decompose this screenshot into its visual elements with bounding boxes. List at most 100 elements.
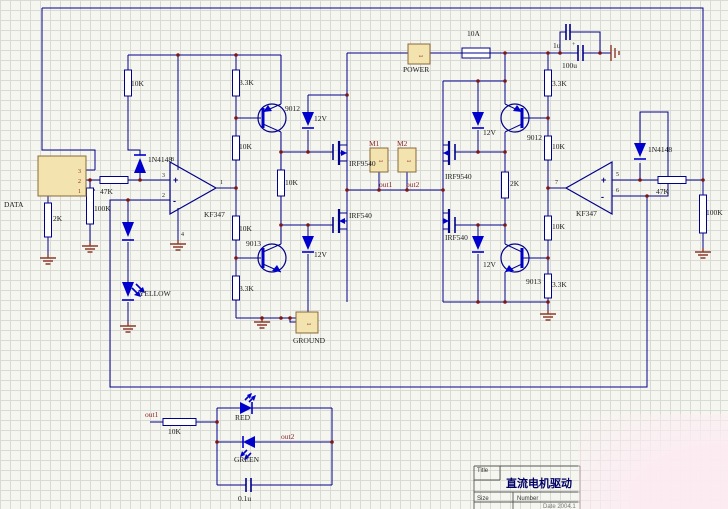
transistor-9012-left (236, 103, 287, 133)
diode-1n4148-right (634, 143, 646, 160)
schematic-label: - (173, 196, 176, 206)
schematic-label: 1 (417, 55, 423, 58)
schematic-label: 1 (377, 160, 383, 163)
schematic-label: 2K (53, 214, 63, 223)
diode-1n4148-left (134, 154, 146, 173)
led-red (240, 393, 256, 414)
mosfet-arrow (443, 218, 449, 224)
schematic-label: 47K (656, 187, 670, 196)
schematic-label: 47K (100, 187, 114, 196)
schematic-label: 100u (562, 61, 577, 70)
schematic-label: GREEN (234, 455, 260, 464)
schematic-label: 10K (239, 224, 253, 233)
connector-data (37, 155, 87, 197)
capacitor-1u (565, 24, 571, 40)
resistor-10k-led (162, 418, 197, 426)
schematic-label: KF347 (576, 209, 597, 218)
resistor-2k (44, 202, 52, 238)
schematic-label: 100K (706, 208, 723, 217)
schematic-label: 2K (510, 179, 520, 188)
mosfet-arrow (339, 218, 345, 224)
schematic-label: 直流电机驱动 (506, 476, 572, 490)
ground-icon (120, 322, 136, 333)
schematic-label: DATA (4, 200, 24, 209)
schematic-label: out1 (379, 180, 393, 189)
schematic-label: Size (477, 496, 489, 502)
schematic-label: 9012 (527, 133, 542, 142)
capacitor-100u (577, 45, 584, 61)
schematic-label: + (572, 42, 576, 48)
schematic-label: IRF9540 (445, 172, 472, 181)
emitter-arrow (505, 265, 514, 272)
resistor-10k-mid (277, 169, 285, 197)
schematic-label: 3 (162, 173, 165, 179)
resistor-2k-mid (501, 171, 509, 199)
wire-left-driver (127, 53, 443, 323)
ground-icon (254, 318, 270, 329)
diode-clamp (122, 222, 134, 241)
schematic-label: 3.3K (552, 280, 567, 289)
ground-icon (540, 310, 556, 321)
ground-icon (82, 242, 98, 253)
schematic-label: 10K (552, 142, 566, 151)
watermark-fade (578, 414, 728, 509)
schematic-label: M2 (397, 139, 408, 148)
ground-icon (40, 254, 56, 265)
wire-led-indicator (150, 407, 333, 486)
schematic-label: 10K (552, 222, 566, 231)
schematic-label: YELLOW (139, 289, 172, 298)
schematic-label: 10A (467, 29, 481, 38)
mosfet-arrow (443, 150, 449, 156)
resistor-47k (657, 176, 687, 184)
ground-symbols (40, 45, 711, 333)
emitter-arrow (263, 105, 272, 112)
resistor-10k (232, 215, 240, 241)
schematic-label: 1N4148 (148, 155, 172, 164)
schematic-label: 3 (78, 169, 81, 175)
resistor-3_3k (232, 275, 240, 301)
connector-m2 (397, 147, 417, 173)
transistor-9012-right (500, 103, 530, 133)
mosfet-irf540-right (443, 209, 456, 233)
resistor-100k (86, 187, 94, 225)
resistors (44, 69, 707, 426)
connector-m1 (369, 147, 389, 173)
schematic-label: 7 (555, 180, 558, 186)
schematic-label: IRF9540 (349, 159, 376, 168)
schematic-label: 1 (220, 180, 223, 186)
schematic-label: Date 2004.1 (543, 504, 576, 509)
schematic-label: 2 (162, 193, 165, 199)
transistor-9013-left (257, 243, 287, 273)
schematic-label: 10K (285, 178, 299, 187)
schematic-label: 3.3K (239, 78, 254, 87)
schematic-label: 1N4148 (648, 145, 672, 154)
junction-dots (88, 51, 705, 444)
schematic-label: 1u (553, 41, 561, 50)
connector-power (407, 43, 431, 65)
capacitor-0_1u (245, 478, 252, 492)
schematic-label: 10K (168, 427, 182, 436)
resistor-47k (99, 176, 129, 184)
schematic-label: 12V (483, 260, 497, 269)
resistor-3_3k (544, 69, 552, 97)
opamp-right-kf347 (564, 160, 613, 216)
schematic-label: Title (477, 468, 489, 474)
schematic-label: 10K (131, 79, 145, 88)
schematic-label: 12V (314, 250, 328, 259)
resistor-10k (232, 135, 240, 161)
schematic-label: 0.1u (238, 494, 251, 503)
zener-12v-left-bottom (302, 236, 314, 253)
schematic-label: 9013 (246, 239, 261, 248)
schematic-label: 2 (78, 179, 81, 185)
schematic-label: IRF540 (445, 233, 468, 242)
emitter-arrow (513, 105, 522, 112)
connector-ground (295, 311, 319, 334)
schematic-label: 9012 (285, 104, 300, 113)
resistor-10k (544, 215, 552, 241)
schematic-label: POWER (403, 65, 429, 74)
schematic-label: IRF540 (349, 211, 372, 220)
schematic-label: RED (235, 413, 251, 422)
